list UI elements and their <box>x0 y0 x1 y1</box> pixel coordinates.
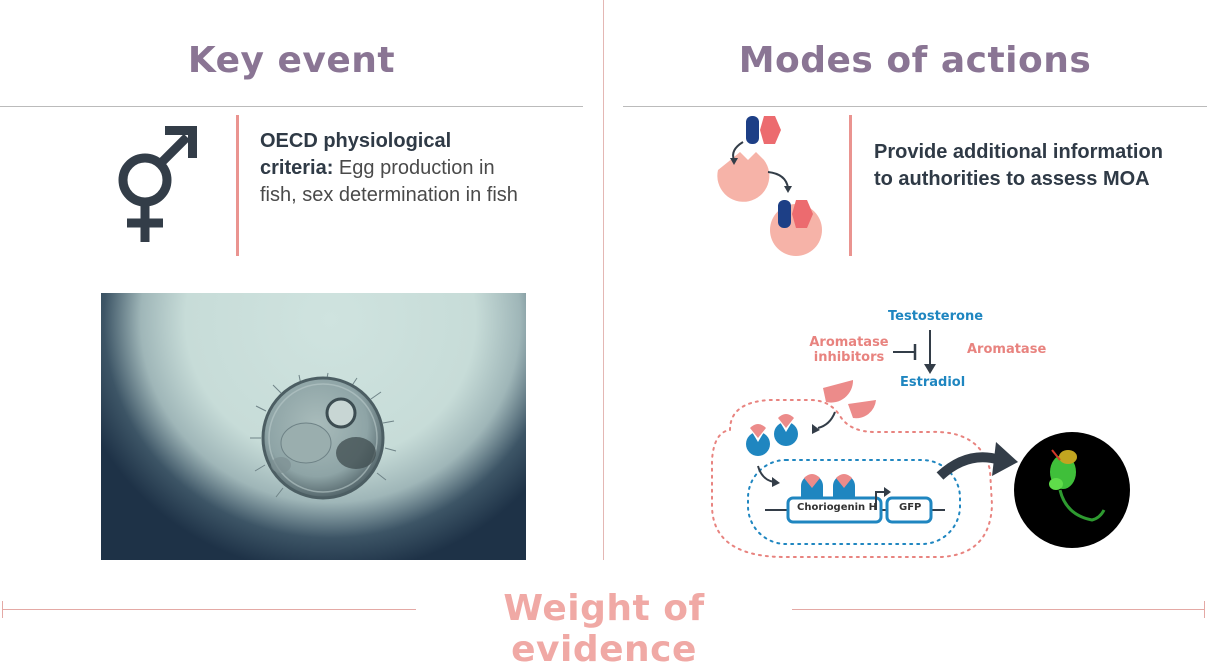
criteria-detail: Egg production in fish, sex determinatio… <box>260 157 518 206</box>
weight-of-evidence-title: Weight of evidence <box>503 588 705 670</box>
left-heading-rule <box>0 106 583 107</box>
estradiol-ligand <box>823 380 854 403</box>
right-heading-rule <box>623 106 1207 107</box>
pathway-diagram <box>711 330 1130 558</box>
nucleus-membrane <box>747 459 961 545</box>
fish-embryo-illustration <box>250 372 397 500</box>
oecd-criteria-text: OECD physiological criteria: Egg product… <box>260 128 520 209</box>
aromatase-label: Aromatase <box>967 342 1047 357</box>
estradiol-label: Estradiol <box>900 375 966 390</box>
aromatase-inhibitors-label: Aromatase inhibitors <box>809 335 889 365</box>
footer-right-line <box>792 609 1204 610</box>
column-divider <box>603 0 604 560</box>
choriogenin-gene-label: Choriogenin H <box>797 502 878 513</box>
molecule-binding-icon <box>717 116 822 256</box>
modes-of-actions-heading: Modes of actions <box>738 40 1092 81</box>
criteria-label: OECD physiological criteria: <box>260 130 452 179</box>
male-female-symbol-icon <box>118 126 197 242</box>
moa-description: Provide additional information to author… <box>874 141 1163 190</box>
estrogen-receptor <box>746 432 770 456</box>
fluorescent-larva-image <box>1014 432 1130 548</box>
estrogen-receptor <box>774 422 798 446</box>
fish-embryo-photo <box>101 293 526 560</box>
estradiol-ligand <box>848 400 876 419</box>
key-event-heading: Key event <box>187 40 396 81</box>
left-accent-bar <box>236 115 239 256</box>
right-accent-bar <box>849 115 852 256</box>
gfp-reporter-box <box>885 496 933 524</box>
footer-right-tick <box>1204 601 1205 618</box>
gfp-label: GFP <box>899 502 922 513</box>
footer-left-line <box>2 609 416 610</box>
testosterone-label: Testosterone <box>888 309 984 324</box>
